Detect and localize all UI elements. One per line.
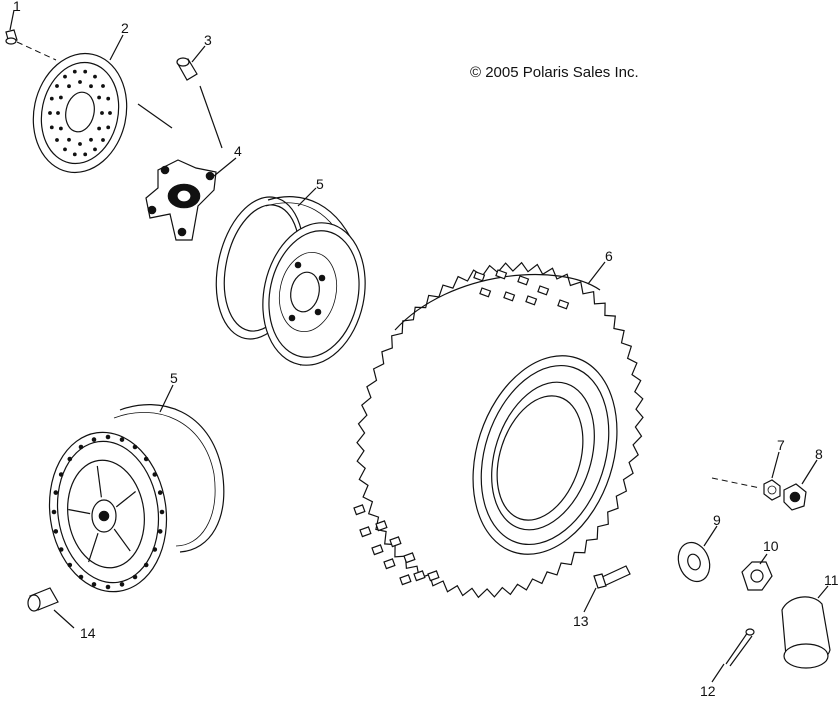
part-5-rim-lower [48,403,225,593]
callout-11: 11 [824,572,838,588]
callout-9: 9 [713,512,721,528]
part-4-hub [145,159,217,241]
part-13-valve-stem [593,565,631,589]
callout-2: 2 [121,20,129,36]
callout-12: 12 [700,683,716,698]
part-14-spacer [27,587,59,612]
part-2-brake-disc [32,52,173,174]
part-8-lug-nut [783,483,807,511]
part-7-nut [711,477,781,501]
part-3-stud [176,57,223,149]
callout-13: 13 [573,613,589,629]
callout-14: 14 [80,625,96,641]
callout-1: 1 [13,0,21,14]
part-6-tire [353,261,644,599]
callout-6: 6 [605,248,613,264]
callout-5-lower: 5 [170,370,178,386]
part-10-hex-nut [741,561,773,591]
leader-lines [9,9,829,683]
part-5-rim-upper [215,196,366,366]
part-11-cap [781,596,831,669]
part-1-bolt [5,29,57,61]
callout-labels: 1 2 3 4 5 5 6 7 8 9 10 11 12 13 14 [13,0,838,699]
callout-8: 8 [815,446,823,462]
part-12-cotter-pin [725,628,755,667]
copyright-notice: © 2005 Polaris Sales Inc. [470,64,639,81]
callout-10: 10 [763,538,779,554]
part-9-washer [677,541,711,583]
callout-3: 3 [204,32,212,48]
callout-7: 7 [777,437,785,453]
callout-5-upper: 5 [316,176,324,192]
callout-4: 4 [234,143,242,159]
